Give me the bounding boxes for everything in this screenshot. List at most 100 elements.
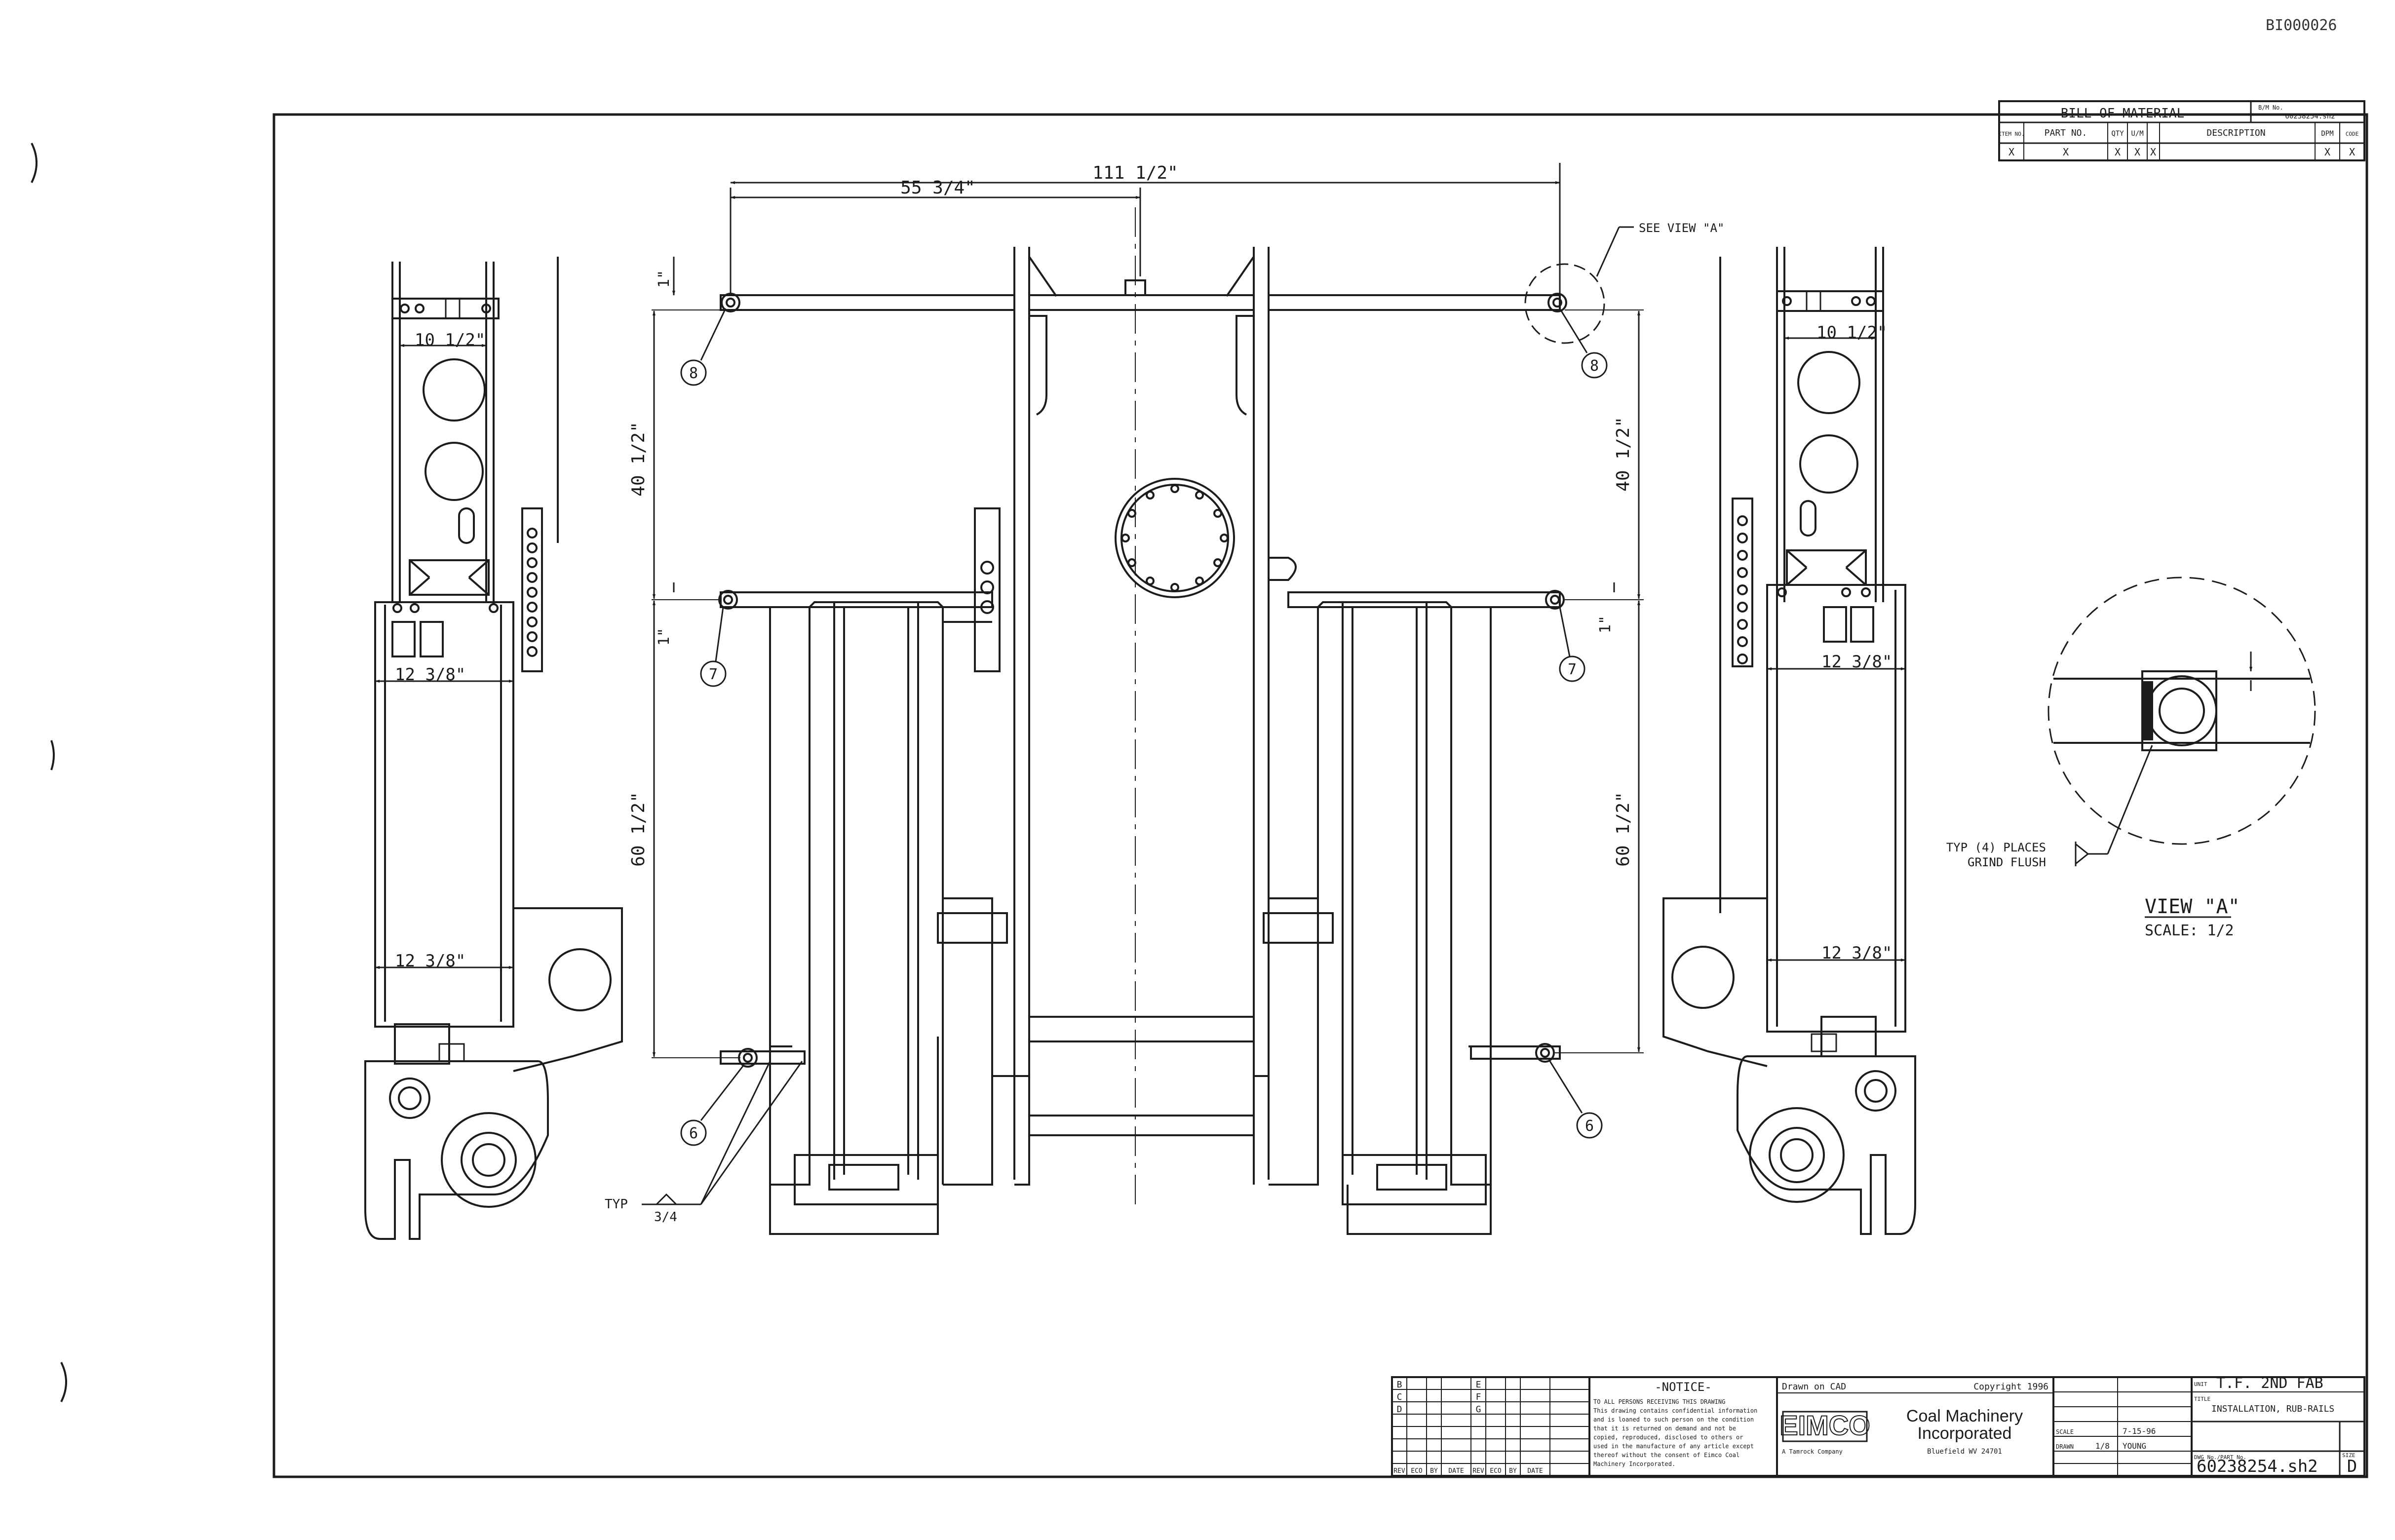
bom-number: 60238254.sh2 [2285,113,2335,120]
rev-footer: ECO [1411,1467,1423,1475]
drawing-title: INSTALLATION, RUB-RAILS [2211,1404,2334,1414]
title-label: TITLE [2194,1396,2210,1402]
company-name-line2: Incorporated [1918,1424,2012,1443]
dim-offset-top: 1" [656,270,673,288]
dim-offset-mid-right: 1" [1597,616,1614,633]
item-6-balloon: 6 [689,1125,698,1142]
dim-offset-mid-left: 1" [656,628,673,646]
drawn-label: DRAWN [2056,1443,2074,1450]
unit-label: UNIT [2194,1381,2207,1387]
notice-line: TO ALL PERSONS RECEIVING THIS DRAWING [1593,1398,1725,1405]
bom-cell: X [2134,146,2140,158]
company-city: Bluefield WV 24701 [1927,1448,2002,1456]
center-view-dimensions: 111 1/2" 55 3/4" 40 1/2" 60 1/2" 40 1/2"… [628,163,1644,1058]
revision-letter: D [1397,1404,1402,1415]
right-view-dimensions: 10 1/2" 12 3/8" 12 3/8" [1767,323,1906,963]
notice-block: -NOTICE- TO ALL PERSONS RECEIVING THIS D… [1588,1376,1778,1477]
unit-name: T.F. 2ND FAB [2216,1375,2323,1392]
view-a-detail: TYP (4) PLACES GRIND FLUSH VIEW "A" SCAL… [1946,577,2316,939]
dim-left-low: 12 3/8" [395,951,465,971]
bom-number-label: B/M No. [2258,104,2283,111]
dim-overall-width: 111 1/2" [1092,163,1178,183]
bom-header-part: PART NO. [2045,128,2087,138]
rev-footer: REV [1472,1467,1484,1475]
document-id: BI000026 [2266,17,2337,34]
bom-cell: X [2150,146,2156,158]
left-side-view [364,257,623,1240]
drawn-on-cad: Drawn on CAD [1782,1382,1846,1392]
revision-letter: B [1397,1380,1402,1390]
notice-line: copied, reproduced, disclosed to others … [1593,1434,1743,1441]
title-block: SCALE 1/8 DRAWN YOUNG 7-15-96 UNIT T.F. … [2052,1375,2365,1477]
typ-places-note: TYP (4) PLACES [1946,841,2046,854]
notice-line: and is loaned to such person on the cond… [1593,1416,1754,1423]
size-label: SIZE [2342,1452,2356,1459]
company-sub: A Tamrock Company [1782,1448,1843,1455]
drawing-date: 7-15-96 [2123,1426,2156,1436]
view-a-scale: SCALE: 1/2 [2145,922,2234,939]
revision-block: B C D E F G REV ECO BY DATE REV ECO BY D… [1391,1376,1590,1477]
bill-of-material: BILL OF MATERIAL B/M No. 60238254.sh2 IT… [1998,100,2365,161]
drawing-size: D [2347,1457,2357,1476]
item-6-balloon: 6 [1585,1117,1594,1135]
item-7-balloon: 7 [709,666,718,683]
weld-typ-label: TYP [605,1197,628,1212]
drawing-number: 60238254.sh2 [2197,1457,2318,1476]
rev-footer: DATE [1527,1467,1543,1475]
notice-line: that it is returned on demand and not be [1593,1425,1736,1432]
drawing-border [272,113,2368,1478]
dim-right-low: 12 3/8" [1821,943,1892,963]
rev-footer: REV [1393,1467,1405,1475]
view-a-title: VIEW "A" [2145,895,2240,918]
right-side-view [1662,247,1916,1235]
bom-cell: X [2349,146,2355,158]
bom-cell: X [2115,146,2121,158]
dim-right-top: 10 1/2" [1816,323,1887,343]
revision-letter: C [1397,1392,1402,1402]
dim-upper-right: 40 1/2" [1613,417,1633,492]
item-8-balloon: 8 [1590,357,1599,375]
punch-marks [31,143,67,1402]
dim-left-top: 10 1/2" [415,330,485,350]
item-callouts: SEE VIEW "A" 8 8 7 7 6 6 TYP 3/4 [605,221,1724,1225]
revision-letter: G [1476,1404,1481,1415]
copyright: Copyright 1996 [1973,1382,2048,1392]
rev-footer: DATE [1448,1467,1464,1475]
bom-cell: X [2063,146,2069,158]
notice-line: used in the manufacture of any article e… [1593,1443,1754,1450]
notice-line: thereof without the consent of Eimco Coa… [1593,1452,1739,1459]
weld-size-label: 3/4 [654,1210,677,1225]
see-view-a-note: SEE VIEW "A" [1639,221,1724,235]
bom-header-code: CODE [2346,131,2359,137]
bom-title: BILL OF MATERIAL [2061,106,2184,121]
rev-footer: BY [1509,1467,1517,1475]
bom-header-um: U/M [2131,130,2143,138]
dwg-number-label: DWG No./PART No. [2194,1454,2246,1461]
item-7-balloon: 7 [1568,661,1577,678]
drawn-by: YOUNG [2123,1441,2146,1451]
left-view-dimensions: 10 1/2" 12 3/8" 12 3/8" [375,330,514,971]
center-plan-view [718,207,1605,1235]
rev-footer: BY [1430,1467,1438,1475]
dim-upper-left: 40 1/2" [628,422,649,497]
bom-cell: X [2009,146,2014,158]
notice-title: -NOTICE- [1655,1380,1712,1394]
dim-half-width: 55 3/4" [900,178,975,198]
bom-header-item: ITEM NO. [1999,131,2025,137]
grind-flush-note: GRIND FLUSH [1968,855,2046,869]
dim-lower-left: 60 1/2" [628,792,649,867]
dim-lower-right: 60 1/2" [1613,792,1633,867]
dim-right-mid: 12 3/8" [1821,652,1892,672]
bom-cell: X [2324,146,2330,158]
bom-header-dpm: DPM [2321,130,2333,138]
revision-letter: F [1476,1392,1481,1402]
company-name-line1: Coal Machinery [1906,1407,2023,1425]
eimco-logo: EIMCO [1779,1410,1870,1441]
company-block: Drawn on CAD Copyright 1996 EIMCO A Tamr… [1776,1376,2054,1477]
scale-value: 1/8 [2095,1441,2110,1451]
bom-header-qty: QTY [2111,130,2124,138]
notice-line: Machinery Incorporated. [1593,1461,1675,1467]
revision-letter: E [1476,1380,1481,1390]
bom-header-description: DESCRIPTION [2206,128,2265,138]
